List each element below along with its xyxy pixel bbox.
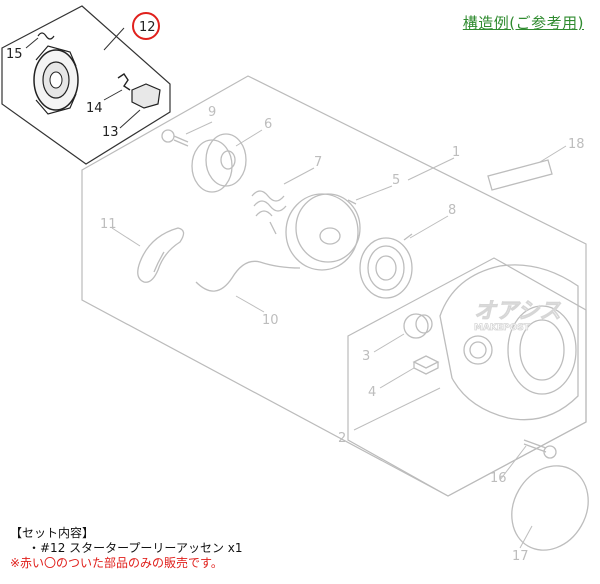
part-label-3: 3 xyxy=(362,349,370,364)
pulley-6 xyxy=(191,133,247,193)
set-contents-title: 【セット内容】 xyxy=(10,526,95,540)
svg-text:オアシス: オアシス xyxy=(474,299,561,324)
rope-10 xyxy=(195,260,301,292)
watermark: オアシス MAKEPOST xyxy=(474,299,562,334)
part-label-12: 12 xyxy=(139,20,156,35)
clip-15 xyxy=(37,32,55,40)
part-label-8: 8 xyxy=(448,203,456,218)
handle-11 xyxy=(137,227,185,283)
part-label-14: 14 xyxy=(86,101,103,116)
part-label-16: 16 xyxy=(490,471,507,486)
part-label-11: 11 xyxy=(100,217,117,232)
set-contents-item: ・#12 スタータープーリーアッセン x1 xyxy=(28,541,243,555)
subassembly-12-box xyxy=(1,5,171,165)
nut-4 xyxy=(412,355,440,375)
spring-14 xyxy=(117,73,131,91)
main-assembly-frame xyxy=(81,75,587,497)
recoil-spring-8 xyxy=(359,233,413,299)
faded-parts xyxy=(137,129,589,551)
collar-3 xyxy=(403,313,433,339)
pawl-13 xyxy=(131,83,161,109)
label-18 xyxy=(487,159,553,191)
part-label-6: 6 xyxy=(264,117,272,132)
highlight-circle xyxy=(132,12,160,40)
part-label-18: 18 xyxy=(568,137,585,152)
screw-16 xyxy=(523,439,557,459)
leader-lines xyxy=(25,27,567,549)
part-label-1: 1 xyxy=(452,145,460,160)
spring-7 xyxy=(251,190,287,235)
reel-5 xyxy=(285,193,361,271)
cover-17 xyxy=(511,465,589,551)
part-label-5: 5 xyxy=(392,173,400,188)
housing-2 xyxy=(439,264,579,421)
part-label-13: 13 xyxy=(102,125,119,140)
bolt-9 xyxy=(161,129,189,147)
part-label-17: 17 xyxy=(512,549,529,564)
part-label-4: 4 xyxy=(368,385,376,400)
part-label-15: 15 xyxy=(6,47,23,62)
svg-text:MAKEPOST: MAKEPOST xyxy=(474,323,531,333)
part-label-2: 2 xyxy=(338,431,346,446)
diagram-caption: 構造例(ご参考用) xyxy=(462,14,584,32)
part-label-10: 10 xyxy=(262,313,279,328)
part-label-9: 9 xyxy=(208,105,216,120)
part-label-7: 7 xyxy=(314,155,322,170)
starter-pulley-assembly xyxy=(33,32,161,115)
sale-note: ※赤い〇のついた部品のみの販売です。 xyxy=(10,556,223,570)
set-contents: 【セット内容】 ・#12 スタータープーリーアッセン x1 ※赤い〇のついた部品… xyxy=(10,526,243,571)
